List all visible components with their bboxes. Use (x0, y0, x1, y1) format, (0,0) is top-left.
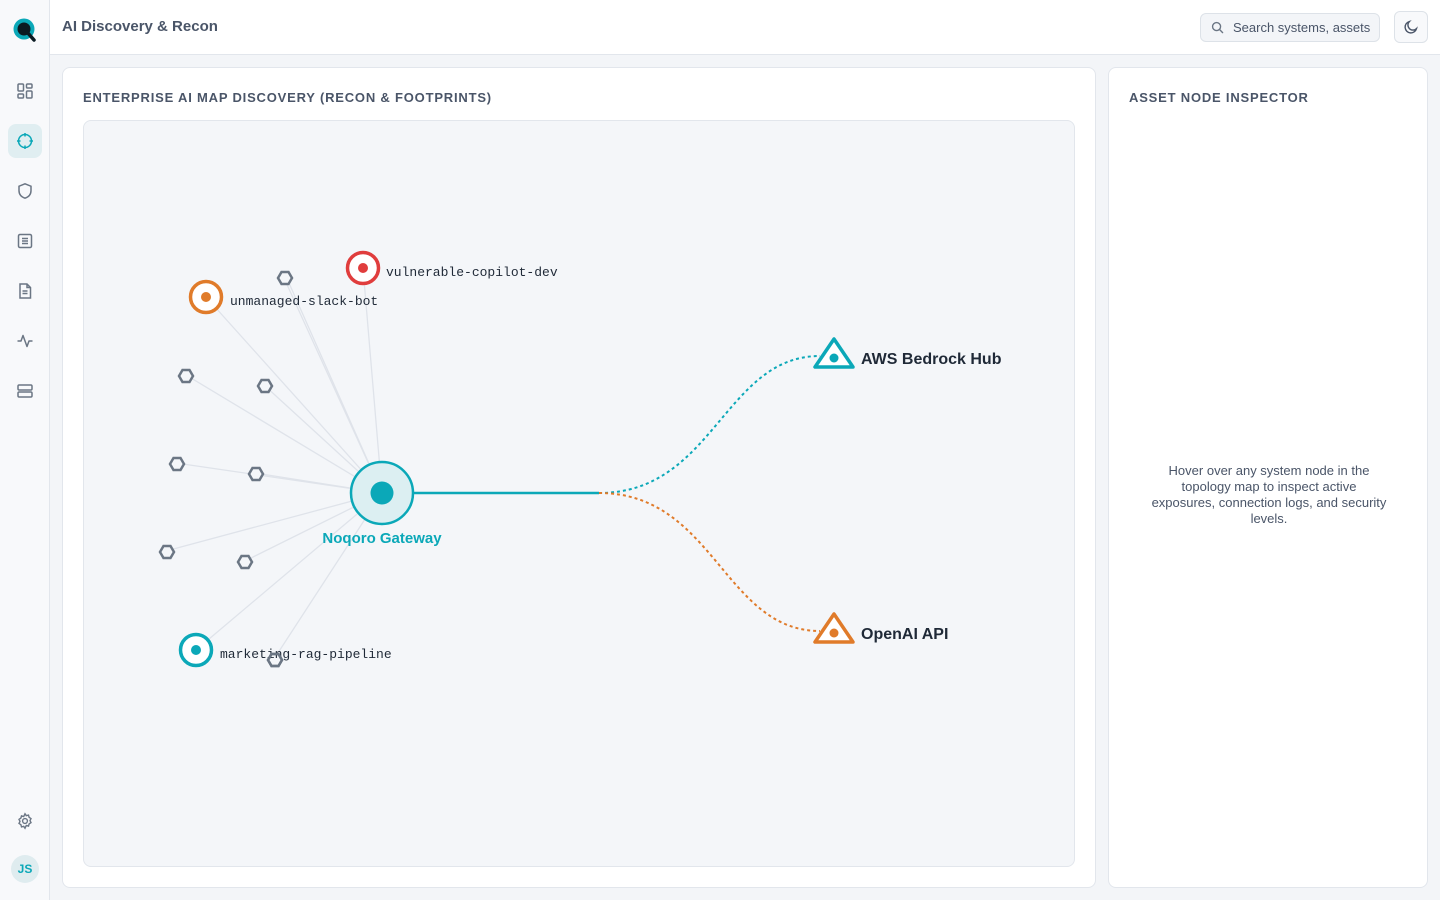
asset-label-critical: vulnerable-copilot-dev (386, 265, 558, 280)
unknown-node[interactable] (177, 368, 195, 384)
moon-icon (1404, 20, 1418, 34)
sidebar-item-discovery[interactable] (8, 124, 42, 158)
theme-toggle-button[interactable] (1394, 11, 1428, 43)
settings-button[interactable] (8, 804, 42, 838)
sidebar-item-activity[interactable] (8, 324, 42, 358)
asset-node-critical[interactable] (345, 250, 381, 286)
unknown-node[interactable] (266, 652, 284, 668)
sidebar-item-servers[interactable] (8, 374, 42, 408)
sidebar-item-reports[interactable] (8, 274, 42, 308)
inspector-hint: Hover over any system node in the topolo… (1151, 463, 1387, 526)
avatar[interactable]: JS (11, 855, 39, 883)
search-box[interactable] (1200, 13, 1380, 42)
gateway-spokes (165, 267, 383, 660)
inspector-card: Asset Node Inspector Hover over any syst… (1108, 67, 1428, 888)
unknown-node[interactable] (276, 270, 294, 286)
unknown-node[interactable] (247, 466, 265, 482)
pulse-icon (17, 334, 33, 348)
page-title: AI Discovery & Recon (62, 18, 218, 35)
logo-icon[interactable] (12, 17, 38, 43)
shield-icon (18, 182, 32, 199)
topology-svg: vulnerable-copilot-dev unmanaged-slack-b… (158, 250, 1002, 668)
map-card: Enterprise AI Map Discovery (Recon & Foo… (62, 67, 1096, 888)
search-icon (1211, 21, 1224, 34)
unknown-node[interactable] (168, 456, 186, 472)
sidebar-item-inventory[interactable] (8, 224, 42, 258)
link-aws-bedrock (598, 355, 821, 494)
document-icon (19, 283, 32, 299)
gear-icon (18, 812, 32, 830)
sidebar-item-dashboard[interactable] (8, 74, 42, 108)
gateway-label: Noqoro Gateway (322, 530, 442, 547)
asset-label-managed: marketing-rag-pipeline (220, 647, 392, 662)
provider-node-openai[interactable] (813, 612, 855, 644)
list-icon (17, 233, 33, 249)
provider-label-aws: AWS Bedrock Hub (861, 351, 1002, 368)
topology-map[interactable]: vulnerable-copilot-dev unmanaged-slack-b… (83, 120, 1075, 867)
asset-label-warning: unmanaged-slack-bot (230, 294, 378, 309)
gateway-node[interactable] (349, 460, 415, 526)
provider-node-aws[interactable] (813, 337, 855, 369)
sidebar: JS (0, 0, 50, 900)
map-card-title: Enterprise AI Map Discovery (Recon & Foo… (83, 90, 492, 105)
inspector-title: Asset Node Inspector (1129, 90, 1309, 105)
crosshair-icon (17, 133, 33, 149)
server-icon (17, 384, 33, 398)
search-input[interactable] (1233, 20, 1373, 35)
asset-node-managed[interactable] (178, 632, 214, 668)
unknown-node[interactable] (158, 544, 176, 560)
grid-icon (17, 83, 33, 99)
unknown-node[interactable] (256, 378, 274, 394)
topbar: AI Discovery & Recon (50, 0, 1440, 55)
unknown-node[interactable] (236, 554, 254, 570)
asset-node-warning[interactable] (188, 279, 224, 315)
sidebar-item-security[interactable] (8, 174, 42, 208)
provider-label-openai: OpenAI API (861, 626, 948, 643)
link-openai (598, 492, 821, 632)
